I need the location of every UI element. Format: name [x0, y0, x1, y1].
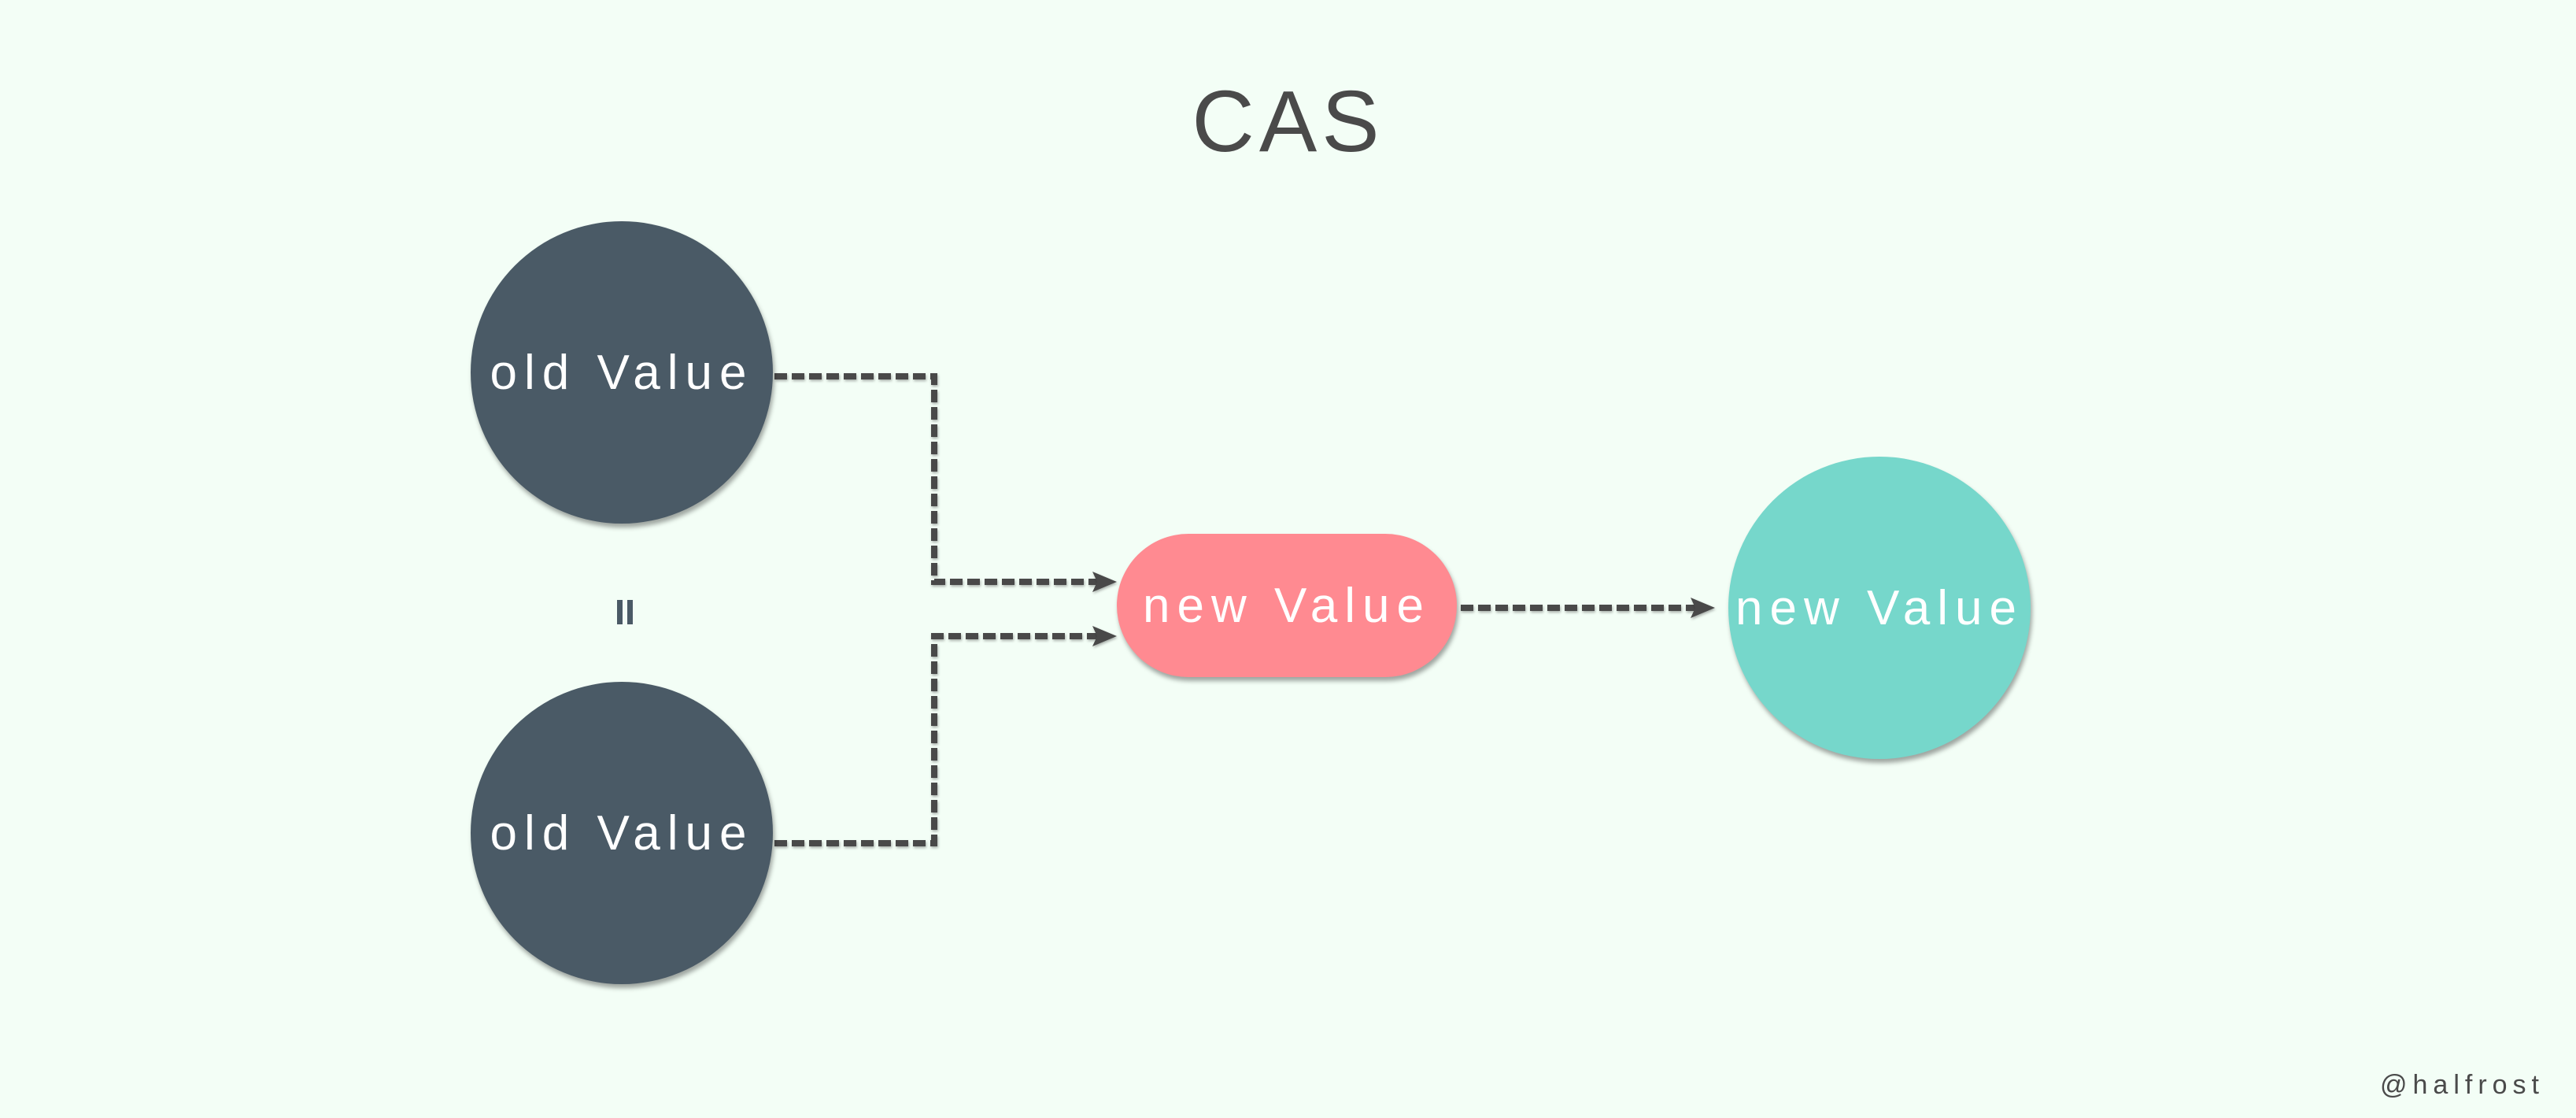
new-value-pill: new Value — [1117, 534, 1457, 677]
edge-old-top-to-new — [774, 373, 1098, 585]
arrowhead-icon — [1092, 572, 1117, 592]
node-label: new Value — [1143, 578, 1431, 633]
node-label: old Value — [490, 805, 754, 861]
watermark: @halfrost — [2379, 1070, 2545, 1100]
edge-old-bottom-to-new — [774, 633, 1098, 846]
old-value-node-top: old Value — [471, 221, 773, 524]
diagram-title: CAS — [1192, 73, 1384, 170]
node-label: new Value — [1735, 580, 2023, 635]
node-label: old Value — [490, 345, 754, 400]
equals-icon — [609, 592, 641, 631]
old-value-node-bottom: old Value — [471, 682, 773, 984]
arrowhead-icon — [1691, 598, 1715, 618]
new-value-result-node: new Value — [1728, 457, 2031, 759]
arrowhead-icon — [1092, 626, 1117, 646]
